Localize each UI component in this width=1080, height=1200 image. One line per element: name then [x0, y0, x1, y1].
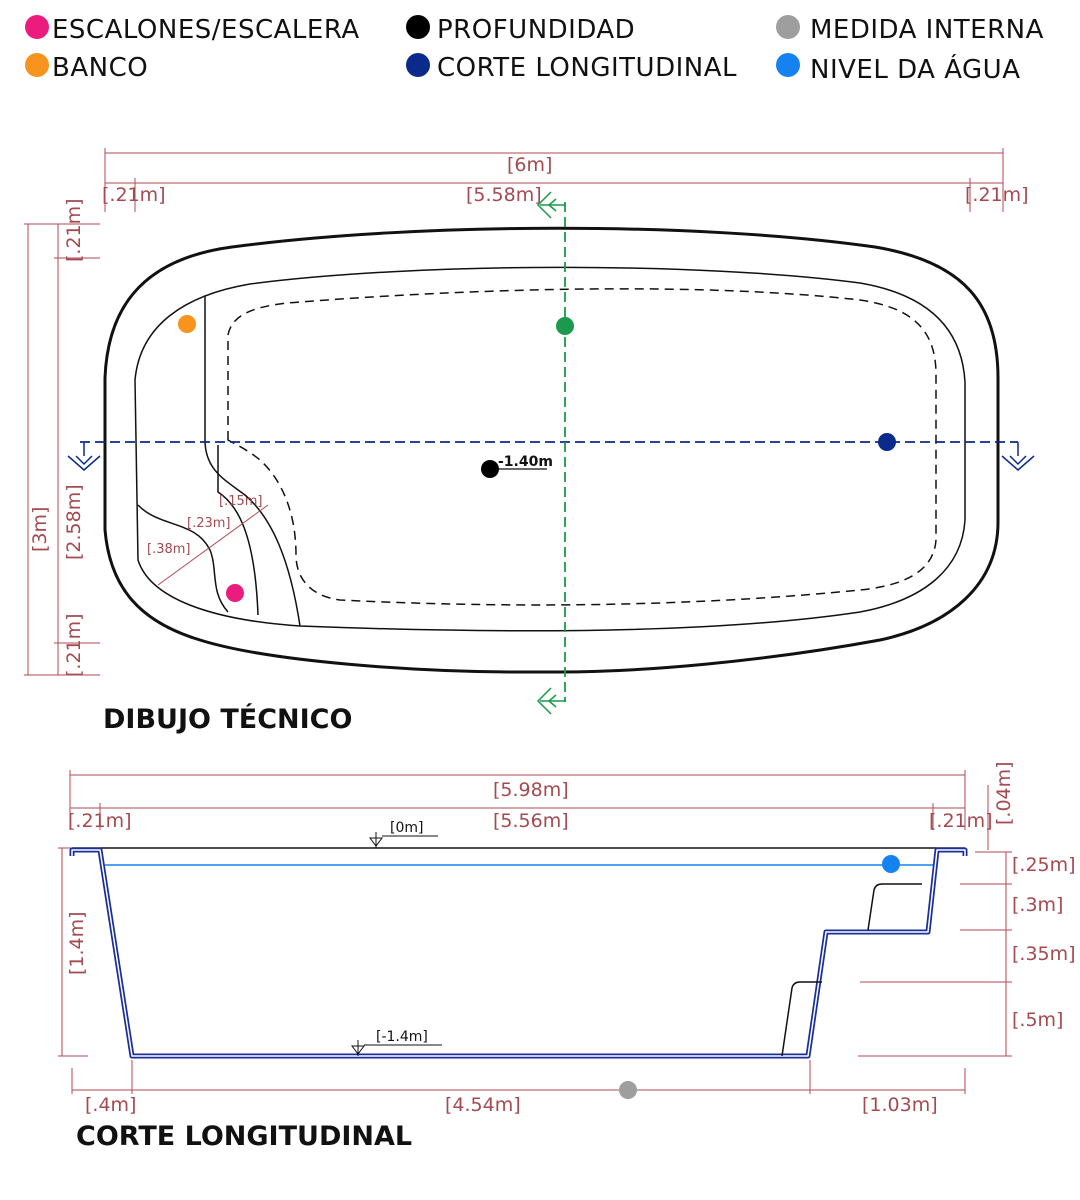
- plan-inner-rim: [134, 266, 966, 632]
- sec-step-d: [.5m]: [1012, 1009, 1063, 1031]
- internal-measure-marker: [619, 1081, 637, 1099]
- plan-outer-rim: [103, 226, 1000, 674]
- plan-internal-length: [5.58m]: [466, 184, 542, 206]
- section-title: CORTE LONGITUDINAL: [76, 1121, 412, 1152]
- plan-step-line-3: [137, 504, 229, 613]
- legend-item-internal: MEDIDA INTERNA: [776, 15, 1044, 45]
- legend-item-depth: PROFUNDIDAD: [406, 15, 635, 45]
- sec-border-left: [.21m]: [68, 810, 132, 832]
- plan-total-length: [6m]: [507, 154, 552, 176]
- plan-border-right: [.21m]: [965, 184, 1029, 206]
- legend-swatch-steps: [25, 15, 49, 39]
- plan-step-15: [.15m]: [219, 494, 262, 509]
- plan-border-bottom: [.21m]: [63, 613, 85, 677]
- plan-internal-width: [2.58m]: [63, 484, 85, 560]
- sec-lip: [.04m]: [993, 761, 1015, 825]
- sec-border-right: [.21m]: [929, 810, 993, 832]
- plan-total-width: [3m]: [29, 507, 51, 552]
- legend-item-steps: ESCALONES/ESCALERA: [25, 15, 360, 45]
- bench-marker: [178, 315, 196, 333]
- legend-swatch-bench: [25, 53, 49, 77]
- sec-step-a: [.25m]: [1012, 854, 1076, 876]
- legend-label-depth: PROFUNDIDAD: [437, 15, 635, 45]
- legend-swatch-water: [776, 53, 800, 77]
- legend-item-section: CORTE LONGITUDINAL: [406, 53, 737, 83]
- sec-bottom-right: [1.03m]: [862, 1094, 938, 1116]
- legend-swatch-depth: [406, 15, 430, 39]
- sec-step-upper: [867, 883, 922, 931]
- level-top-icon: [369, 837, 383, 847]
- sec-level-top: [0m]: [369, 820, 438, 848]
- plan-depth-label: -1.40m: [498, 454, 553, 470]
- plan-view: [.15m] [.23m] [.38m] -1.40m: [67, 191, 1035, 715]
- plan-step-38: [.38m]: [147, 542, 190, 557]
- legend-label-internal: MEDIDA INTERNA: [810, 15, 1044, 45]
- plan-border-top: [.21m]: [63, 198, 85, 262]
- legend-swatch-section: [406, 53, 430, 77]
- sec-step-lower: [781, 981, 822, 1057]
- sec-level-bottom: [-1.4m]: [351, 1029, 442, 1056]
- sec-total-length: [5.98m]: [493, 779, 569, 801]
- cross-section-marker: [556, 317, 574, 335]
- sec-step-b: [.3m]: [1012, 894, 1063, 916]
- level-bottom-icon: [351, 1045, 365, 1055]
- section-arrow-right-icon: [1001, 455, 1035, 471]
- legend-label-section: CORTE LONGITUDINAL: [437, 53, 737, 83]
- sec-pool-wall-inner: [71, 849, 966, 1057]
- depth-marker: [481, 460, 499, 478]
- steps-marker: [226, 584, 244, 602]
- plan-border-left: [.21m]: [102, 184, 166, 206]
- sec-level-bottom-label: [-1.4m]: [376, 1029, 428, 1045]
- legend: ESCALONES/ESCALERA BANCO PROFUNDIDAD COR…: [25, 15, 1044, 85]
- legend-label-steps: ESCALONES/ESCALERA: [52, 15, 360, 45]
- plan-bench-line: [204, 296, 301, 627]
- sec-depth: [1.4m]: [66, 911, 88, 975]
- section-arrow-left-icon: [67, 455, 101, 471]
- plan-internal-dashed: [227, 288, 937, 606]
- plan-title: DIBUJO TÉCNICO: [103, 703, 352, 735]
- plan-step-diagonal: [157, 504, 269, 586]
- water-level-marker: [882, 855, 900, 873]
- sec-bottom-length: [4.54m]: [445, 1094, 521, 1116]
- sec-level-top-label: [0m]: [390, 820, 423, 836]
- legend-item-water: NIVEL DA ÁGUA: [776, 53, 1021, 85]
- section-dimensions: [5.98m] [.21m] [5.56m] [.21m] [.04m] [1.…: [58, 761, 1076, 1116]
- plan-step-23: [.23m]: [187, 516, 230, 531]
- sec-pool-wall: [69, 847, 968, 1059]
- section-view: [0m] [-1.4m]: [69, 820, 968, 1099]
- legend-label-water: NIVEL DA ÁGUA: [810, 53, 1021, 85]
- sec-bottom-left: [.4m]: [85, 1094, 136, 1116]
- sec-step-c: [.35m]: [1012, 943, 1076, 965]
- legend-item-bench: BANCO: [25, 53, 148, 83]
- plan-dimensions: [6m] [.21m] [5.58m] [.21m] [3m] [.21m] […: [24, 148, 1029, 677]
- sec-internal-length: [5.56m]: [493, 810, 569, 832]
- legend-label-bench: BANCO: [52, 53, 148, 83]
- section-marker: [878, 433, 896, 451]
- legend-swatch-internal: [776, 15, 800, 39]
